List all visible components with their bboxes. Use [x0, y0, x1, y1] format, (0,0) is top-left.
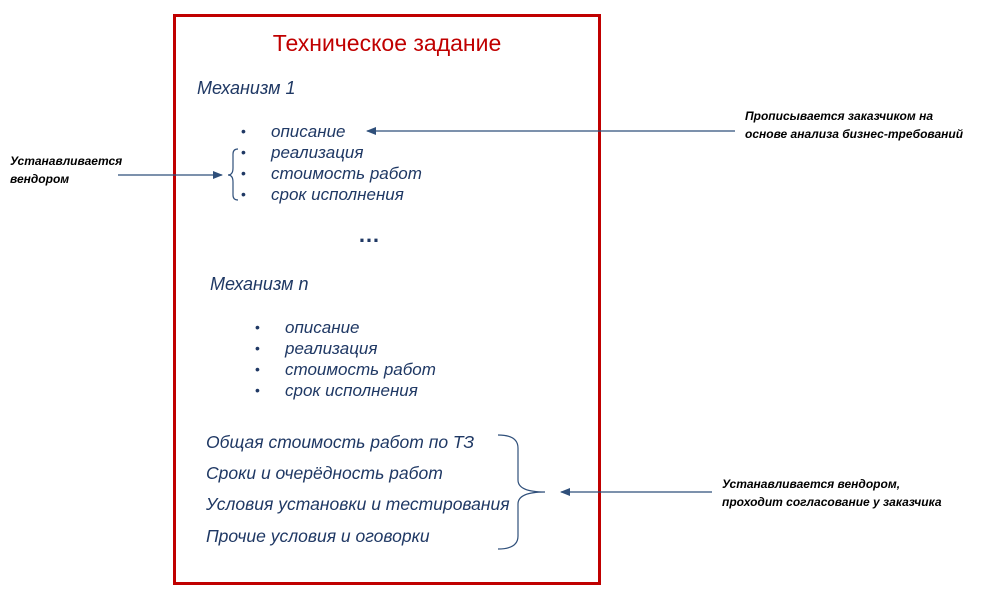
- list-item: •срок исполнения: [255, 381, 418, 400]
- annotation-line: Устанавливается вендором,: [722, 477, 901, 491]
- annotation-line: основе анализа бизнес-требований: [745, 127, 964, 141]
- list-item: •срок исполнения: [241, 185, 404, 204]
- bracket-summary-items: [497, 434, 546, 550]
- annotation-vendor-left: Устанавливается вендором: [10, 152, 122, 188]
- list-item: •описание: [241, 122, 346, 141]
- mechanism-1-heading: Механизм 1: [197, 78, 296, 98]
- list-item-text: реализация: [285, 339, 378, 358]
- annotation-line: Устанавливается: [10, 154, 123, 168]
- annotation-line: Прописывается заказчиком на: [745, 109, 933, 123]
- list-item-text: описание: [285, 318, 360, 337]
- summary-installation-testing: Условия установки и тестирования: [206, 494, 510, 514]
- summary-other-conditions: Прочие условия и оговорки: [206, 526, 430, 546]
- list-item: •реализация: [241, 143, 364, 162]
- list-item-text: стоимость работ: [285, 360, 436, 379]
- ellipsis-separator: …: [358, 222, 381, 247]
- mechanism-n-heading: Механизм n: [210, 274, 309, 294]
- list-item-text: срок исполнения: [271, 185, 404, 204]
- list-item-text: стоимость работ: [271, 164, 422, 183]
- annotation-line: проходит согласование у заказчика: [722, 495, 942, 509]
- list-item: •реализация: [255, 339, 378, 358]
- summary-total-cost: Общая стоимость работ по ТЗ: [206, 432, 475, 452]
- annotation-customer-right: Прописывается заказчиком на основе анали…: [745, 107, 963, 143]
- bracket-vendor-items: [227, 148, 239, 201]
- spec-document-frame: [173, 14, 601, 585]
- list-item-text: срок исполнения: [285, 381, 418, 400]
- annotation-line: вендором: [10, 172, 70, 186]
- document-title: Техническое задание: [272, 30, 502, 56]
- list-item-text: реализация: [271, 143, 364, 162]
- mechanism-1-list: •описание •реализация •стоимость работ •…: [241, 121, 422, 205]
- summary-schedule: Сроки и очерёдность работ: [206, 463, 443, 483]
- list-item: •описание: [255, 318, 360, 337]
- list-item-text: описание: [271, 122, 346, 141]
- annotation-vendor-agreement: Устанавливается вендором, проходит согла…: [722, 475, 942, 511]
- list-item: •стоимость работ: [241, 164, 422, 183]
- mechanism-n-list: •описание •реализация •стоимость работ •…: [255, 317, 436, 401]
- list-item: •стоимость работ: [255, 360, 436, 379]
